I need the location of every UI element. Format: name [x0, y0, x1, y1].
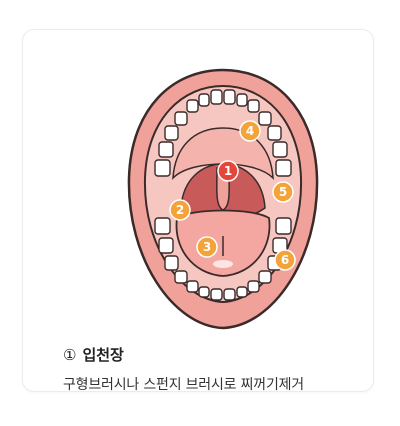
marker-5: 5 — [272, 181, 294, 203]
caption-title: ① 입천장 — [63, 344, 124, 365]
caption-index: ① — [63, 346, 77, 364]
marker-4-label: 4 — [246, 124, 254, 138]
mouth-diagram: 1 2 3 4 5 6 — [127, 68, 319, 330]
marker-3: 3 — [196, 236, 218, 258]
caption-title-text: 입천장 — [82, 346, 124, 364]
marker-2: 2 — [169, 199, 191, 221]
marker-6-label: 6 — [281, 253, 289, 267]
marker-1: 1 — [217, 160, 239, 182]
marker-1-label: 1 — [224, 164, 232, 178]
marker-2-label: 2 — [176, 203, 184, 217]
info-card: 1 2 3 4 5 6 ① 입천장 구형브러시나 스펀지 브러시로 찌꺼기제거 — [22, 29, 374, 393]
upper-teeth — [154, 89, 292, 177]
lower-teeth — [154, 217, 292, 301]
marker-4: 4 — [239, 120, 261, 142]
caption-description: 구형브러시나 스펀지 브러시로 찌꺼기제거 — [63, 377, 304, 393]
marker-3-label: 3 — [203, 240, 211, 254]
marker-5-label: 5 — [279, 185, 287, 199]
marker-6: 6 — [274, 249, 296, 271]
